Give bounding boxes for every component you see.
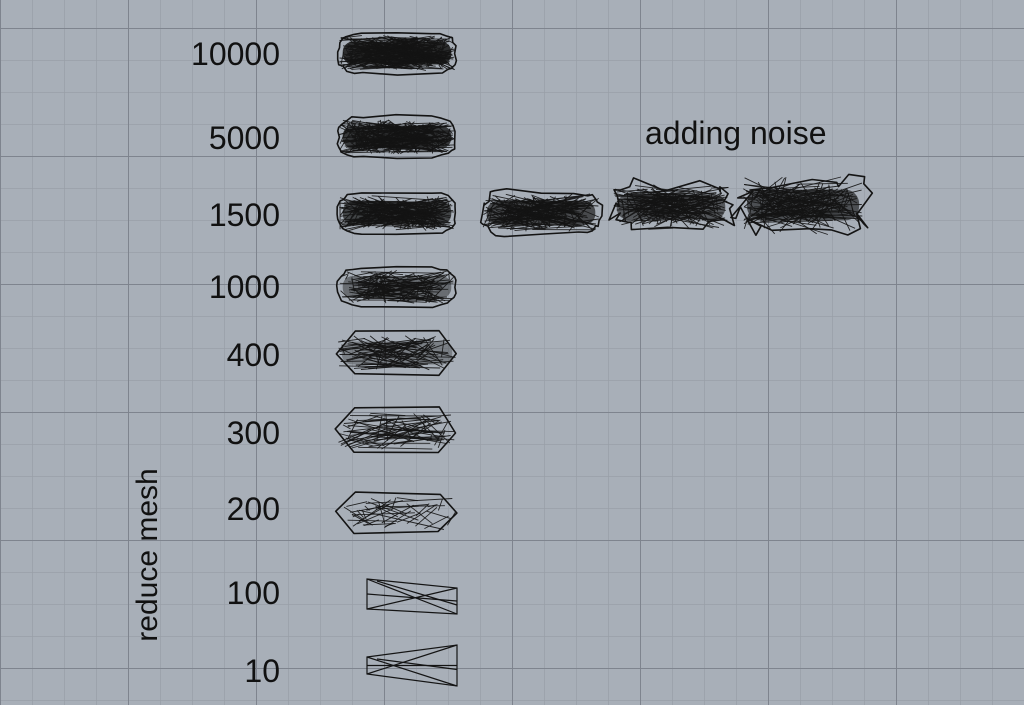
mesh-noise-medium[interactable]	[608, 177, 736, 231]
level-label-400: 400	[226, 337, 280, 373]
level-label-10: 10	[244, 653, 280, 689]
level-label-10000: 10000	[191, 36, 280, 72]
level-label-1500: 1500	[208, 197, 280, 233]
mesh-noise-high[interactable]	[730, 173, 874, 236]
mesh-10[interactable]	[366, 644, 458, 687]
mesh-200[interactable]	[334, 491, 458, 535]
level-label-200: 200	[226, 491, 280, 527]
mesh-10000[interactable]	[336, 31, 458, 76]
mesh-noise-low[interactable]	[479, 188, 604, 238]
mesh-100[interactable]	[366, 578, 458, 615]
mesh-400[interactable]	[335, 329, 458, 377]
level-label-1000: 1000	[208, 269, 280, 305]
level-label-100: 100	[226, 575, 280, 611]
mesh-300[interactable]	[334, 406, 457, 454]
mesh-1000[interactable]	[335, 265, 457, 309]
adding-noise-title: adding noise	[645, 115, 827, 151]
mesh-1500[interactable]	[336, 192, 457, 236]
level-label-5000: 5000	[208, 120, 280, 156]
level-label-300: 300	[226, 415, 280, 451]
mesh-5000[interactable]	[336, 113, 456, 160]
